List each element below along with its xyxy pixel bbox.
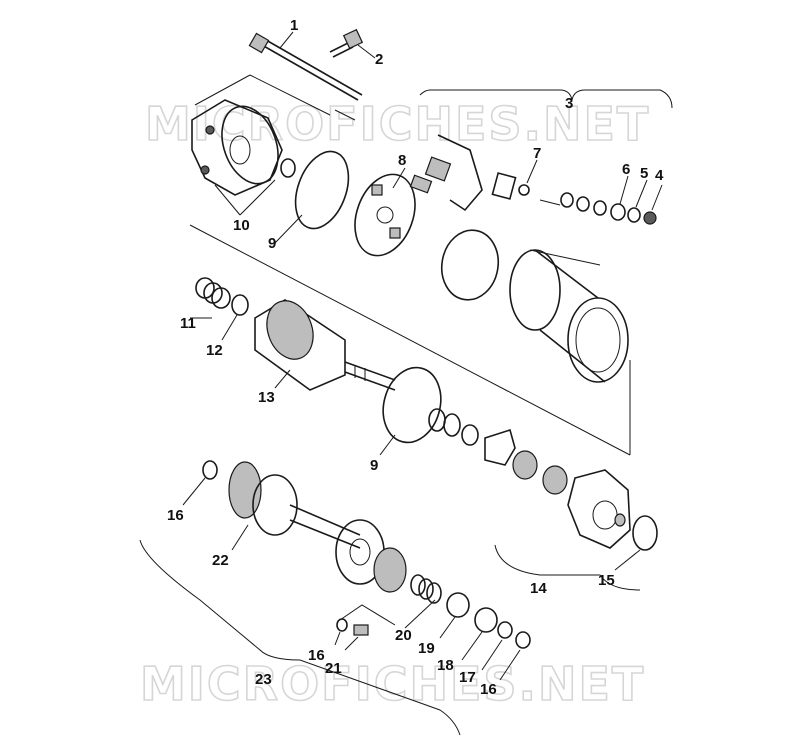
ring <box>474 607 498 633</box>
callout-12: 12 <box>206 342 223 359</box>
leader-lines <box>182 31 663 681</box>
callout-labels: 1 2 3 4 5 6 7 8 9 10 11 12 13 9 16 22 14… <box>167 17 664 698</box>
callout-22: 22 <box>212 552 229 569</box>
armature <box>254 299 396 391</box>
snap-ring <box>497 621 513 639</box>
bearing-upper <box>512 450 538 480</box>
brush-plate <box>354 173 416 257</box>
watermark-bottom: MICROFICHES.NET <box>140 657 645 711</box>
pinion-spring <box>410 574 442 604</box>
callout-23: 23 <box>255 671 272 688</box>
planetary-gear-shaft <box>228 461 361 549</box>
callout-6: 6 <box>622 161 630 178</box>
front-cover <box>567 469 631 549</box>
group-brackets <box>139 74 673 736</box>
brush-holder-assembly <box>409 134 530 212</box>
bearing-lower <box>542 465 568 495</box>
shaft-washers <box>428 408 479 446</box>
rear-housing <box>191 99 296 196</box>
callout-9-lower: 9 <box>370 457 378 474</box>
terminal-washers <box>560 192 657 225</box>
callout-3: 3 <box>565 95 573 112</box>
callout-15: 15 <box>598 572 615 589</box>
callout-16-mid: 16 <box>308 647 325 664</box>
mounting-bolt <box>329 28 364 58</box>
front-o-ring <box>632 515 658 551</box>
callout-16-right: 16 <box>480 681 497 698</box>
watermark-top: MICROFICHES.NET <box>145 97 650 151</box>
gear-washer <box>202 460 218 480</box>
armature-washer <box>231 294 249 316</box>
yoke-ring <box>440 229 500 301</box>
overrunning-clutch <box>335 519 407 593</box>
yoke-case <box>509 249 629 383</box>
callout-10: 10 <box>233 217 250 234</box>
callout-16-left: 16 <box>167 507 184 524</box>
collar <box>446 592 470 618</box>
brush-springs <box>195 277 231 309</box>
stop-pin <box>353 624 369 636</box>
callout-14: 14 <box>530 580 547 597</box>
through-bolt <box>248 32 363 101</box>
callout-20: 20 <box>395 627 412 644</box>
o-ring-upper <box>294 150 350 230</box>
callout-2: 2 <box>375 51 383 68</box>
callout-13: 13 <box>258 389 275 406</box>
callout-19: 19 <box>418 640 435 657</box>
callout-5: 5 <box>640 165 648 182</box>
callout-8: 8 <box>398 152 406 169</box>
carrier-plate <box>484 428 516 466</box>
o-ring-lower <box>382 366 442 444</box>
callout-11: 11 <box>180 315 196 332</box>
small-washer <box>336 618 348 632</box>
callout-1: 1 <box>290 17 298 34</box>
callout-9-upper: 9 <box>268 235 276 252</box>
callout-18: 18 <box>437 657 454 674</box>
stopper-washer <box>515 631 531 649</box>
callout-21: 21 <box>325 660 342 677</box>
callout-17: 17 <box>459 669 476 686</box>
callout-7: 7 <box>533 145 541 162</box>
callout-4: 4 <box>655 167 664 184</box>
